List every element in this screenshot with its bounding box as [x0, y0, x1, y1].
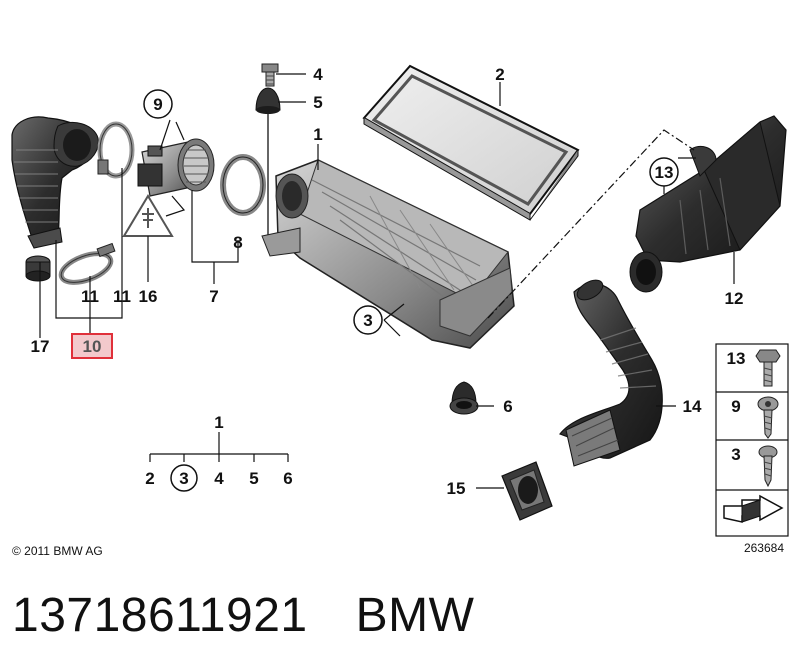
callout-7: 7 — [209, 287, 218, 306]
callout-11-a: 11 — [81, 287, 99, 306]
torx-screw-icon — [757, 396, 779, 439]
grommet-17-part — [25, 255, 51, 282]
callout-17: 17 — [31, 337, 50, 356]
bracket-15-part — [501, 461, 553, 521]
footer-caption: 13718611921 BMW — [12, 588, 474, 643]
air-mass-meter-part — [137, 138, 215, 197]
fastener-legend: 13 9 3 — [715, 343, 789, 537]
callout-13-circle — [649, 157, 679, 187]
callout-6: 6 — [503, 397, 512, 416]
callout-16: 16 — [139, 287, 158, 306]
rubber-mount-5-part — [255, 87, 281, 114]
legend-item-label: 13 — [727, 349, 746, 368]
tree-child: 3 — [179, 469, 188, 488]
leader-lines — [39, 73, 735, 489]
rubber-mount-6-part — [449, 381, 479, 415]
callout-4: 4 — [313, 65, 323, 84]
legend-item-label: 3 — [731, 445, 740, 464]
callout-13: 13 — [655, 163, 674, 182]
hose-clamp-11b-part — [97, 121, 135, 179]
copyright-notice: © 2011 BMW AG — [12, 544, 103, 558]
callout-1: 1 — [313, 125, 322, 144]
seal-ring-8-part — [220, 154, 266, 216]
callout-11-b: 11 — [113, 287, 131, 306]
self-tapping-screw-icon — [758, 445, 778, 488]
tree-child: 5 — [249, 469, 258, 488]
assembly-tree: 1 2 3 4 5 6 — [145, 413, 293, 492]
callout-9-circle — [143, 89, 173, 119]
callout-labels: 17 10 11 11 16 9 7 8 4 5 1 2 3 6 13 12 1… — [31, 65, 744, 498]
tree-child-circle — [170, 464, 198, 492]
intake-duct-14-part — [559, 279, 663, 467]
callout-9: 9 — [153, 95, 162, 114]
callout-10-highlight — [71, 333, 113, 359]
legend-item-label: 9 — [731, 397, 740, 416]
callout-3-circle — [353, 305, 383, 335]
callout-12: 12 — [725, 289, 744, 308]
dash-dot-lines — [487, 129, 695, 319]
callout-5: 5 — [313, 93, 322, 112]
callout-10: 10 — [83, 337, 102, 356]
direction-arrow-icon — [723, 494, 784, 523]
intake-hose-part — [11, 116, 99, 249]
part-number: 13718611921 — [12, 589, 308, 642]
air-filter-element-2-part — [362, 64, 580, 221]
callout-15: 15 — [447, 479, 466, 498]
tree-root: 1 — [214, 413, 223, 432]
tree-child: 4 — [214, 469, 224, 488]
callout-8: 8 — [233, 233, 242, 252]
hex-bolt-icon — [755, 349, 781, 387]
callout-14: 14 — [683, 397, 702, 416]
brand-name: BMW — [355, 589, 475, 642]
resonator-12-part — [629, 115, 787, 293]
hose-clamp-11-part — [58, 242, 116, 285]
tree-child: 6 — [283, 469, 292, 488]
callout-3: 3 — [363, 311, 372, 330]
tree-child: 2 — [145, 469, 154, 488]
diagram-number: 263684 — [744, 541, 784, 555]
connector-warning-symbol — [122, 194, 174, 237]
callout-2: 2 — [495, 65, 504, 84]
bolt-4-part — [261, 63, 279, 87]
air-filter-housing-1-part — [261, 159, 515, 349]
